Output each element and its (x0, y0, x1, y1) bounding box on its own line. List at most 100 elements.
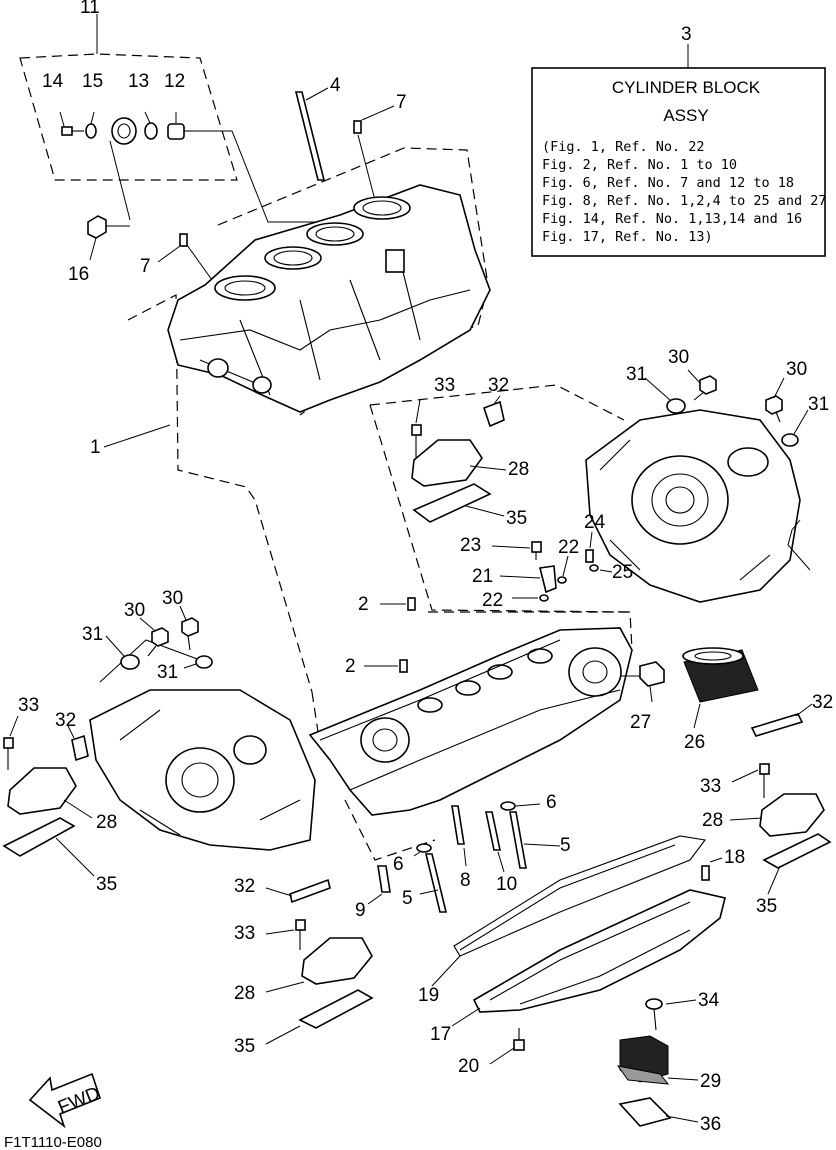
callout-32c: 32 (812, 692, 833, 713)
callout-16: 16 (68, 264, 89, 285)
callout-23: 23 (460, 535, 481, 556)
callout-5a: 5 (560, 835, 571, 856)
callout-35b: 35 (96, 874, 117, 895)
bolt-30c: 30 (124, 600, 169, 657)
plug-12 (167, 123, 192, 140)
callout-2a: 2 (358, 594, 369, 615)
crankcase (308, 611, 640, 861)
callout-33d: 33 (234, 923, 255, 944)
callout-24: 24 (584, 512, 606, 533)
washer-31a: 31 (626, 364, 686, 414)
seal-35c: 35 (756, 833, 832, 917)
callout-29: 29 (700, 1071, 721, 1092)
washer-31b: 31 (781, 394, 829, 447)
bolt-30a: 30 (668, 347, 717, 401)
oil-pressure-switch (111, 117, 137, 145)
gasket-32c: 32 (750, 692, 833, 737)
drain-bolt-20: 20 (458, 1028, 525, 1077)
o-ring-25: 25 (589, 562, 633, 583)
bolt-10: 10 (485, 811, 517, 895)
callout-20: 20 (458, 1056, 479, 1077)
callout-22a: 22 (558, 537, 579, 558)
dowel-pin-7b: 7 (140, 233, 213, 281)
callout-34: 34 (698, 990, 720, 1011)
o-ring-22b: 22 (482, 590, 549, 611)
bolt-33d: 33 (234, 919, 306, 950)
info-box-line-4: Fig. 8, Ref. No. 1,2,4 to 25 and 27 (542, 193, 826, 209)
bolt-16: 16 (68, 215, 130, 285)
callout-7a: 7 (396, 92, 407, 113)
callout-28b: 28 (96, 812, 117, 833)
seal-35b: 35 (2, 817, 117, 895)
callout-5b: 5 (402, 888, 413, 909)
callout-6a: 6 (546, 792, 557, 813)
cover-28a: 28 (411, 439, 529, 487)
callout-25: 25 (612, 562, 633, 583)
info-box-line-1: (Fig. 1, Ref. No. 22 (542, 139, 705, 155)
kit-11-group: 11 14 15 13 12 (19, 0, 335, 223)
callout-14: 14 (42, 71, 64, 92)
bolt-5a: 5 (509, 811, 571, 869)
union-bolt-27: 27 (630, 661, 665, 733)
callout-32a: 32 (488, 375, 509, 396)
callout-11: 11 (80, 0, 100, 18)
bolt-30d: 30 (162, 588, 199, 651)
oil-pan-17: 17 (430, 889, 726, 1045)
info-box-subtitle: ASSY (663, 106, 708, 125)
gasket-32a: 32 (482, 375, 509, 428)
cylinder-block: 1 (90, 147, 491, 693)
cover-28b: 28 (7, 767, 117, 833)
cover-28c: 28 (702, 793, 825, 837)
callout-31b: 31 (808, 394, 829, 415)
callout-13: 13 (128, 71, 149, 92)
callout-35a: 35 (506, 508, 527, 529)
washer-6a: 6 (500, 792, 557, 813)
callout-36: 36 (700, 1114, 721, 1135)
pin-24: 24 (584, 512, 606, 563)
o-ring-22a: 22 (557, 537, 579, 584)
callout-27: 27 (630, 712, 651, 733)
o-ring-13 (144, 122, 158, 140)
callout-15: 15 (82, 71, 103, 92)
callout-35c: 35 (756, 896, 777, 917)
info-box: 3 CYLINDER BLOCK ASSY (Fig. 1, Ref. No. … (531, 24, 826, 257)
callout-28c: 28 (702, 810, 723, 831)
dowel-pin-18: 18 (701, 847, 745, 881)
plate-36: 36 (618, 1097, 721, 1135)
oil-filter-26: 26 (682, 647, 759, 753)
callout-33a: 33 (434, 375, 455, 396)
callout-10: 10 (496, 874, 517, 895)
callout-9: 9 (355, 900, 366, 921)
gasket-32d: 32 (234, 876, 331, 904)
seal-35d: 35 (234, 989, 374, 1057)
info-box-line-5: Fig. 14, Ref. No. 1,13,14 and 16 (542, 211, 802, 227)
callout-6b: 6 (393, 854, 404, 875)
seal-35a: 35 (412, 483, 527, 529)
bolt-8: 8 (451, 805, 471, 891)
bolt-33c: 33 (700, 763, 770, 798)
callout-31d: 31 (157, 662, 178, 683)
callout-1: 1 (90, 437, 101, 458)
washer-31d: 31 (157, 655, 213, 683)
info-box-line-3: Fig. 6, Ref. No. 7 and 12 to 18 (542, 175, 794, 191)
oil-pan-gasket-19: 19 (418, 835, 706, 1006)
diagram-code: F1T1110-E080 (4, 1134, 102, 1150)
info-box-line-2: Fig. 2, Ref. No. 1 to 10 (542, 157, 737, 173)
fwd-arrow-icon: FWD (28, 1072, 103, 1129)
callout-3: 3 (681, 24, 692, 45)
front-crankcase-cover (89, 639, 316, 851)
callout-21: 21 (472, 566, 493, 587)
callout-26: 26 (684, 732, 705, 753)
callout-32d: 32 (234, 876, 255, 897)
washer-6b: 6 (393, 843, 432, 875)
callout-17: 17 (430, 1024, 451, 1045)
callout-22b: 22 (482, 590, 503, 611)
callout-28d: 28 (234, 983, 255, 1004)
info-box-title: CYLINDER BLOCK (612, 78, 761, 97)
damper-29: 29 (616, 1035, 721, 1092)
pipe-21: 21 (472, 565, 557, 594)
washer-15 (85, 123, 97, 139)
bolt-33b: 33 (3, 695, 39, 770)
bolt-9: 9 (355, 865, 391, 921)
